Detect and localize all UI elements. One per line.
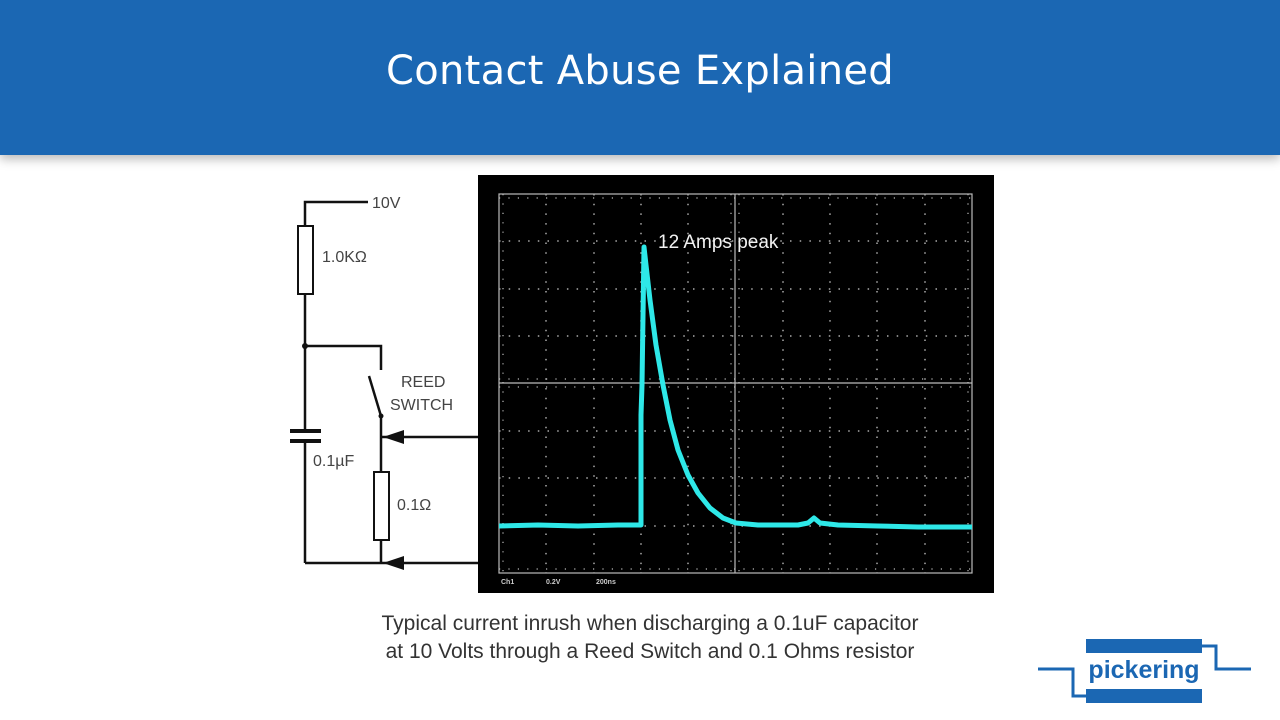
slide-header: Contact Abuse Explained — [0, 0, 1280, 155]
current-trace — [498, 244, 972, 530]
caption-line-2: at 10 Volts through a Reed Switch and 0.… — [385, 640, 915, 663]
time-per-div-label: 200ns — [596, 579, 616, 586]
peak-annotation: 12 Amps peak — [658, 232, 779, 253]
channel-label: Ch1 — [501, 579, 514, 586]
logo-text: pickering — [1088, 656, 1199, 684]
slide-title: Contact Abuse Explained — [386, 48, 894, 94]
volts-per-div-label: 0.2V — [546, 579, 561, 586]
caption-line-1: Typical current inrush when discharging … — [381, 612, 919, 635]
resistor-01-label: 0.1Ω — [397, 497, 431, 514]
supply-voltage-label: 10V — [372, 195, 401, 212]
figure-caption: Typical current inrush when discharging … — [300, 610, 1000, 666]
capacitor-label: 0.1µF — [313, 453, 354, 470]
circuit-diagram: 10V 1.0KΩ REED SWITCH 0.1µF 0.1Ω — [290, 195, 480, 570]
oscilloscope-capture: 12 Amps peak Ch1 0.2V 200ns — [478, 175, 994, 593]
resistor-1k-label: 1.0KΩ — [322, 249, 367, 266]
oscilloscope-graticule: 12 Amps peak Ch1 0.2V 200ns — [498, 193, 973, 586]
reed-switch-label-2: SWITCH — [390, 397, 453, 414]
reed-switch-label-1: REED — [401, 374, 445, 391]
pickering-logo: pickering — [1038, 639, 1251, 703]
